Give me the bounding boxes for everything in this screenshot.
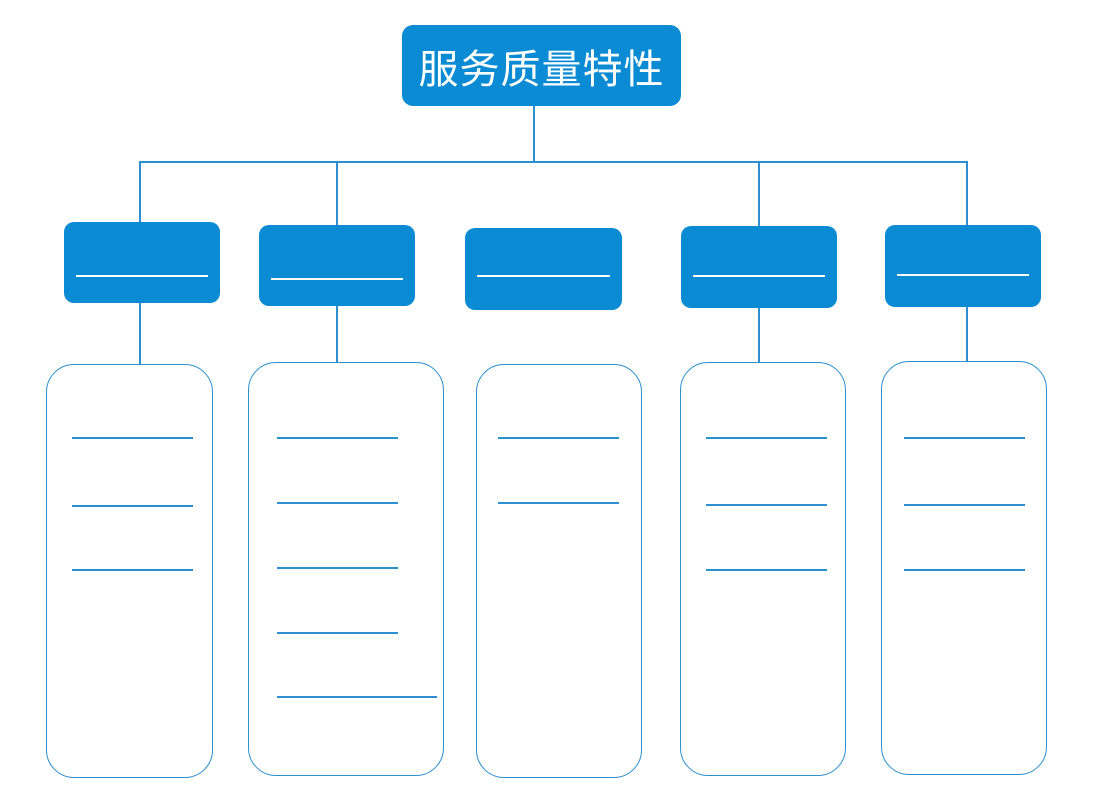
root-stem — [533, 106, 535, 162]
panel-blank-line — [706, 504, 827, 506]
branch-drop-5 — [966, 161, 968, 225]
detail-panel-5 — [881, 361, 1047, 775]
detail-panel-4 — [680, 362, 846, 776]
panel-blank-line — [277, 437, 398, 439]
branch-drop-4 — [758, 161, 760, 226]
category-blank-line — [477, 275, 610, 277]
root-title: 服务质量特性 — [418, 46, 665, 93]
panel-blank-line — [277, 502, 398, 504]
panel-blank-line — [498, 502, 619, 504]
category-blank-line — [897, 274, 1029, 276]
panel-link-2 — [336, 306, 338, 362]
category-box-4 — [681, 226, 837, 308]
category-blank-line — [693, 275, 825, 277]
panel-blank-line — [904, 504, 1025, 506]
panel-blank-line — [498, 437, 619, 439]
branch-drop-1 — [139, 161, 141, 222]
panel-blank-line — [72, 505, 193, 507]
detail-panel-3 — [476, 364, 642, 778]
category-box-5 — [885, 225, 1041, 307]
detail-panel-1 — [46, 364, 213, 778]
panel-blank-line — [904, 437, 1025, 439]
panel-blank-line — [277, 632, 398, 634]
detail-panel-2 — [248, 362, 444, 776]
panel-blank-line — [72, 437, 193, 439]
panel-blank-line — [706, 437, 827, 439]
category-box-2 — [259, 225, 415, 306]
category-blank-line — [271, 278, 403, 280]
category-blank-line — [76, 275, 208, 277]
category-box-3 — [465, 228, 622, 310]
panel-blank-line — [706, 569, 827, 571]
branch-bar — [139, 161, 968, 163]
panel-blank-line — [72, 569, 193, 571]
panel-blank-line — [904, 569, 1025, 571]
panel-link-1 — [139, 303, 141, 364]
panel-blank-line — [277, 696, 437, 698]
branch-drop-2 — [336, 161, 338, 225]
panel-link-4 — [758, 308, 760, 362]
panel-link-5 — [966, 307, 968, 361]
panel-blank-line — [277, 567, 398, 569]
root-node: 服务质量特性 — [402, 25, 681, 106]
category-box-1 — [64, 222, 220, 303]
